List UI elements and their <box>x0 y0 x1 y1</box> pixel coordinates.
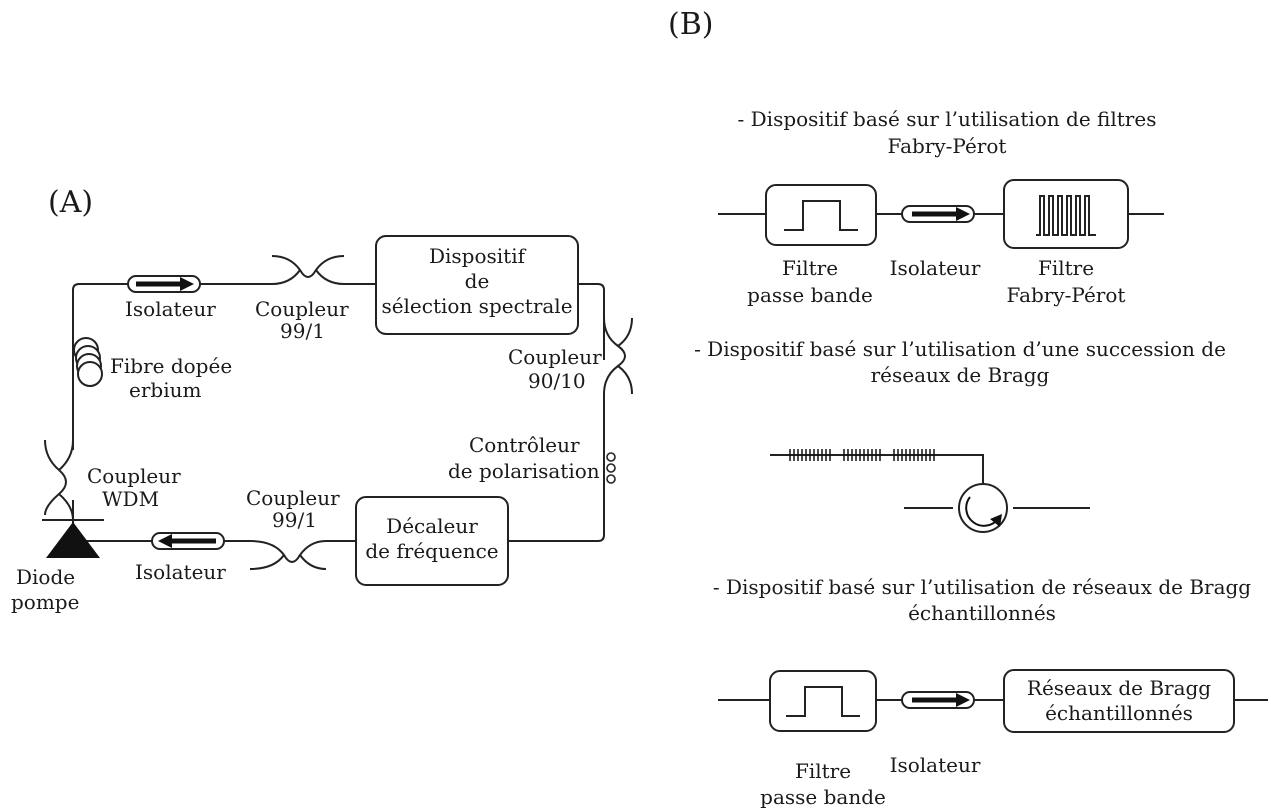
dispositif-l3: sélection spectrale <box>381 294 572 318</box>
panel-a-label: (A) <box>48 185 93 220</box>
isolator-top <box>127 275 201 293</box>
coupleur-top-label: Coupleur <box>255 297 349 321</box>
isolator-1 <box>901 205 975 223</box>
section2-title-l1: - Dispositif basé sur l’utilisation d’un… <box>694 337 1226 361</box>
frequency-shifter-box <box>355 496 509 586</box>
fabry-perot-comb-icon <box>1036 195 1096 236</box>
bandpass-filter-3-box <box>769 670 877 732</box>
bragg-gratings-fiber <box>770 449 984 485</box>
panel-b-label: (B) <box>668 7 713 42</box>
decaleur-l1: Décaleur <box>386 514 478 538</box>
circulator-icon <box>904 483 1090 533</box>
section1-title-l1: - Dispositif basé sur l’utilisation de f… <box>738 107 1157 131</box>
isolateur3-label: Isolateur <box>890 753 981 777</box>
erbium-fiber-coil-icon <box>73 337 103 387</box>
filtre3-l2: passe bande <box>760 785 886 809</box>
fp-l1: Filtre <box>1038 256 1094 280</box>
sampled-bragg-box <box>1003 669 1235 733</box>
bandpass-filter-1-icon <box>784 200 858 231</box>
section3-title-l1: - Dispositif basé sur l’utilisation de r… <box>713 575 1251 599</box>
controleur-l2: de polarisation <box>448 459 600 483</box>
bandpass-filter-1-box <box>765 184 877 246</box>
filtre1-l2: passe bande <box>747 283 873 307</box>
coupleur-top-ratio: 99/1 <box>280 319 325 343</box>
diode-l2: pompe <box>11 590 79 614</box>
section1-title-l2: Fabry-Pérot <box>888 134 1007 158</box>
pump-diode-icon <box>42 519 104 558</box>
fibre-l1: Fibre dopée <box>110 354 232 378</box>
reseaux-l2: échantillonnés <box>1045 701 1193 725</box>
coupleur-bottom-ratio: 99/1 <box>272 508 317 532</box>
polarization-controller-icon <box>606 452 616 484</box>
wdm-type: WDM <box>102 487 159 511</box>
ring-fiber <box>44 255 633 570</box>
coupleur-bottom-label: Coupleur <box>246 486 340 510</box>
decaleur-l2: de fréquence <box>365 539 498 563</box>
fibre-l2: erbium <box>129 378 201 402</box>
reseaux-l1: Réseaux de Bragg <box>1027 676 1211 700</box>
coupleur-9010-ratio: 90/10 <box>528 369 586 393</box>
isolator-3 <box>901 691 975 709</box>
dispositif-l2: de <box>465 269 490 293</box>
section3-title-l2: échantillonnés <box>908 601 1056 625</box>
fp-l2: Fabry-Pérot <box>1007 283 1126 307</box>
isolateur-bottom-label: Isolateur <box>135 560 226 584</box>
diode-l1: Diode <box>16 565 75 589</box>
dispositif-l1: Dispositif <box>429 244 527 268</box>
controleur-l1: Contrôleur <box>469 433 580 457</box>
spectral-selection-box <box>375 235 579 335</box>
coupleur-9010-label: Coupleur <box>508 345 602 369</box>
isolateur1-label: Isolateur <box>890 256 981 280</box>
wdm-label: Coupleur <box>87 464 181 488</box>
filtre3-l1: Filtre <box>795 759 851 783</box>
isolator-bottom <box>151 532 225 550</box>
bandpass-filter-3-icon <box>786 686 860 717</box>
section2-title-l2: réseaux de Bragg <box>871 363 1050 387</box>
filtre1-l1: Filtre <box>782 256 838 280</box>
isolateur-top-label: Isolateur <box>125 297 216 321</box>
